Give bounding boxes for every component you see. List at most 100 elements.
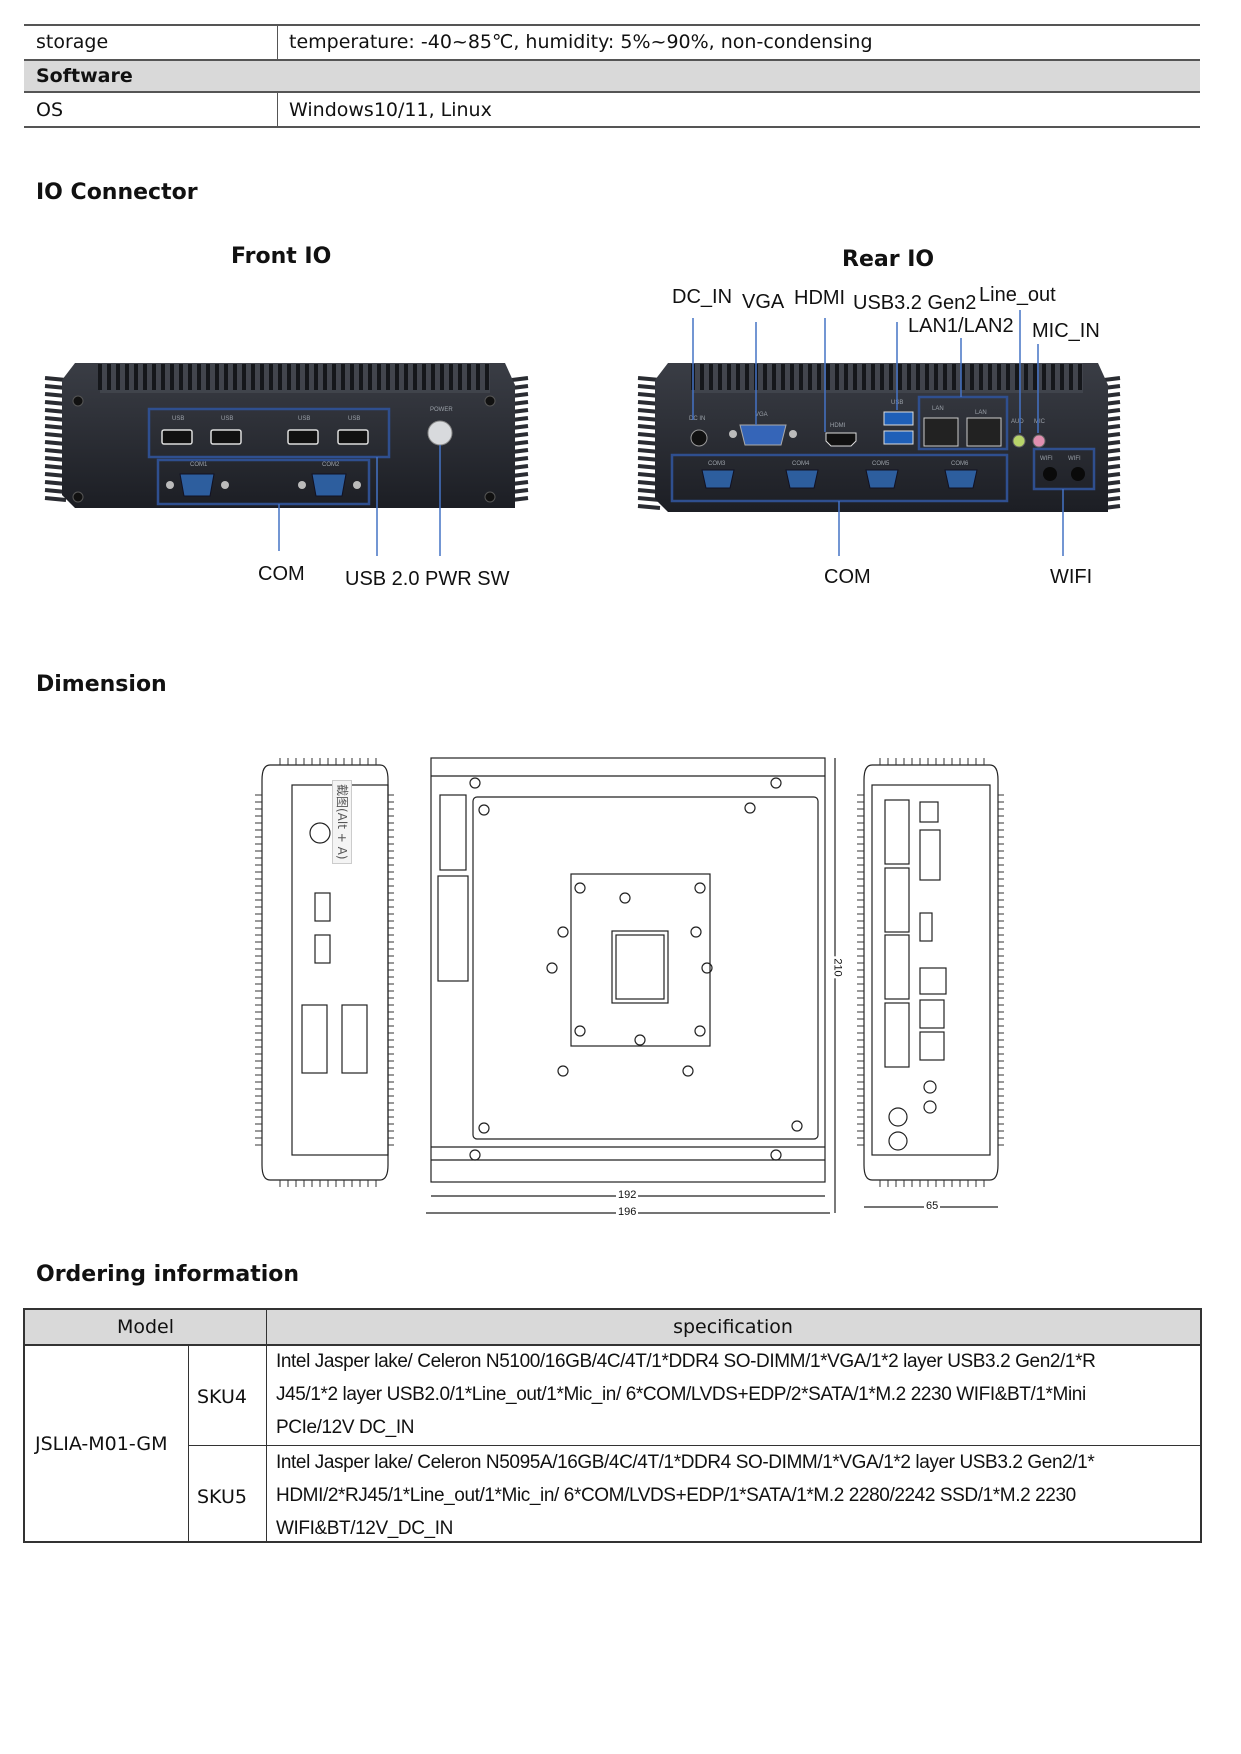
mounting-hole bbox=[478, 1122, 490, 1134]
front-label-usb-pwr-sw: USB 2.0 PWR SW bbox=[345, 568, 510, 590]
dimension-drawing bbox=[255, 757, 1004, 1214]
rear-label-hdmi: HDMI bbox=[794, 287, 846, 309]
mounting-hole bbox=[634, 1034, 646, 1046]
com-ports bbox=[166, 473, 361, 497]
dim-65: 65 bbox=[924, 1200, 941, 1212]
rear-label-vga: VGA bbox=[742, 291, 785, 313]
panel-label-dc-in: DC IN bbox=[689, 416, 705, 422]
mounting-hole bbox=[574, 1025, 586, 1037]
db9-port bbox=[311, 473, 347, 497]
panel-label-com1: COM1 bbox=[190, 462, 208, 468]
heatsink-fin bbox=[637, 504, 661, 510]
table-bottom-border bbox=[24, 126, 1200, 128]
spec-line: HDMI/2*RJ45/1*Line_out/1*Mic_in/ 6*COM/L… bbox=[276, 1485, 1076, 1506]
mounting-hole bbox=[557, 926, 569, 938]
heatsink-fin bbox=[1103, 376, 1121, 382]
panel-label-vga: VGA bbox=[755, 412, 768, 418]
heatsink-fin bbox=[44, 496, 67, 502]
panel-label-wifi: WIFI bbox=[1040, 456, 1053, 462]
spec-line: Intel Jasper lake/ Celeron N5095A/16GB/4… bbox=[276, 1452, 1095, 1473]
section-row-bg bbox=[24, 59, 1200, 93]
row-divider bbox=[188, 1445, 1200, 1446]
rear-label-line-out: Line_out bbox=[979, 284, 1056, 306]
rear-label-usb32: USB3.2 Gen2 bbox=[853, 292, 977, 314]
row-value-storage: temperature: -40~85℃, humidity: 5%~90%, … bbox=[289, 31, 873, 53]
usb3-port bbox=[883, 430, 914, 445]
table-top-border bbox=[24, 24, 1200, 26]
wifi-highlight-box bbox=[1032, 447, 1096, 491]
mounting-hole bbox=[770, 777, 782, 789]
header-spec: specification bbox=[673, 1316, 793, 1338]
dim-196: 196 bbox=[616, 1206, 639, 1218]
com-ports bbox=[701, 469, 978, 489]
rear-label-dc-in: DC_IN bbox=[672, 286, 733, 308]
mounting-hole bbox=[770, 1149, 782, 1161]
usb-ports bbox=[161, 429, 369, 445]
sku-label: SKU5 bbox=[197, 1486, 248, 1508]
panel-label-lan: LAN bbox=[975, 410, 987, 416]
sku-label: SKU4 bbox=[197, 1386, 248, 1408]
front-io-title: Front IO bbox=[231, 244, 332, 269]
com-highlight-box bbox=[156, 458, 371, 506]
section-software: Software bbox=[36, 65, 133, 87]
rear-io-title: Rear IO bbox=[842, 247, 935, 272]
front-label-com: COM bbox=[258, 563, 305, 585]
panel-label-usb: USB bbox=[172, 416, 184, 422]
column-divider bbox=[188, 1346, 189, 1541]
header-model: Model bbox=[116, 1316, 175, 1338]
column-divider bbox=[277, 93, 278, 127]
panel-label-usb: USB bbox=[221, 416, 233, 422]
panel-label-aud: AUD bbox=[1011, 419, 1024, 425]
usb-highlight-box bbox=[147, 407, 391, 459]
rear-label-wifi: WIFI bbox=[1050, 566, 1093, 588]
rear-label-lan: LAN1/LAN2 bbox=[908, 315, 1014, 337]
callout-lines bbox=[278, 445, 441, 556]
panel-label-com4: COM4 bbox=[792, 461, 810, 467]
rj45-port bbox=[966, 417, 1002, 447]
row-value-os: Windows10/11, Linux bbox=[289, 99, 492, 121]
mounting-hole bbox=[574, 882, 586, 894]
panel-label-mic: MIC bbox=[1034, 419, 1046, 425]
spec-line: PCIe/12V DC_IN bbox=[276, 1417, 415, 1438]
wifi-antenna-hole bbox=[1071, 467, 1085, 481]
ordering-table: Model specification JSLIA-M01-GM SKU4 SK… bbox=[23, 1308, 1202, 1543]
model-name: JSLIA-M01-GM bbox=[35, 1433, 168, 1455]
rear-io-photo: DC IN VGA HDMI USB LAN LAN AUD MIC COM3 … bbox=[637, 310, 1121, 556]
panel-label-com3: COM3 bbox=[708, 461, 726, 467]
rear-label-mic-in: MIC_IN bbox=[1032, 320, 1100, 342]
panel-label-lan: LAN bbox=[932, 406, 944, 412]
panel-label-com2: COM2 bbox=[322, 462, 340, 468]
panel-label-com5: COM5 bbox=[872, 461, 890, 467]
spec-line: Intel Jasper lake/ Celeron N5100/16GB/4C… bbox=[276, 1351, 1096, 1372]
mounting-hole bbox=[557, 1065, 569, 1077]
heatsink-fin bbox=[511, 376, 529, 382]
mounting-hole bbox=[744, 802, 756, 814]
side-view-rear bbox=[857, 758, 1004, 1208]
wifi-antenna-hole bbox=[1043, 467, 1057, 481]
dc-in-jack bbox=[690, 429, 708, 447]
mounting-hole bbox=[469, 1149, 481, 1161]
top-view bbox=[426, 757, 836, 1214]
chassis-rear bbox=[655, 363, 1108, 512]
column-divider bbox=[277, 25, 278, 59]
panel-label-wifi: WIFI bbox=[1068, 456, 1081, 462]
mounting-hole bbox=[478, 804, 490, 816]
dim-210: 210 bbox=[831, 956, 844, 979]
usb-port bbox=[337, 429, 369, 445]
rj45-port bbox=[923, 417, 959, 447]
io-connector-heading: IO Connector bbox=[36, 180, 198, 205]
usb3-port bbox=[883, 411, 914, 426]
mounting-hole bbox=[791, 1120, 803, 1132]
dim-192: 192 bbox=[616, 1189, 639, 1201]
dimension-heading: Dimension bbox=[36, 672, 167, 697]
callout-lines bbox=[692, 310, 1064, 556]
panel-label-power: POWER bbox=[430, 407, 453, 413]
front-io-photo: USB USB USB USB POWER COM1 COM2 bbox=[44, 363, 529, 556]
mounting-hole bbox=[694, 882, 706, 894]
mounting-hole bbox=[619, 892, 631, 904]
hdmi-port bbox=[825, 432, 857, 447]
mounting-hole bbox=[546, 962, 558, 974]
panel-label-hdmi: HDMI bbox=[830, 423, 846, 429]
rear-label-com: COM bbox=[824, 566, 871, 588]
